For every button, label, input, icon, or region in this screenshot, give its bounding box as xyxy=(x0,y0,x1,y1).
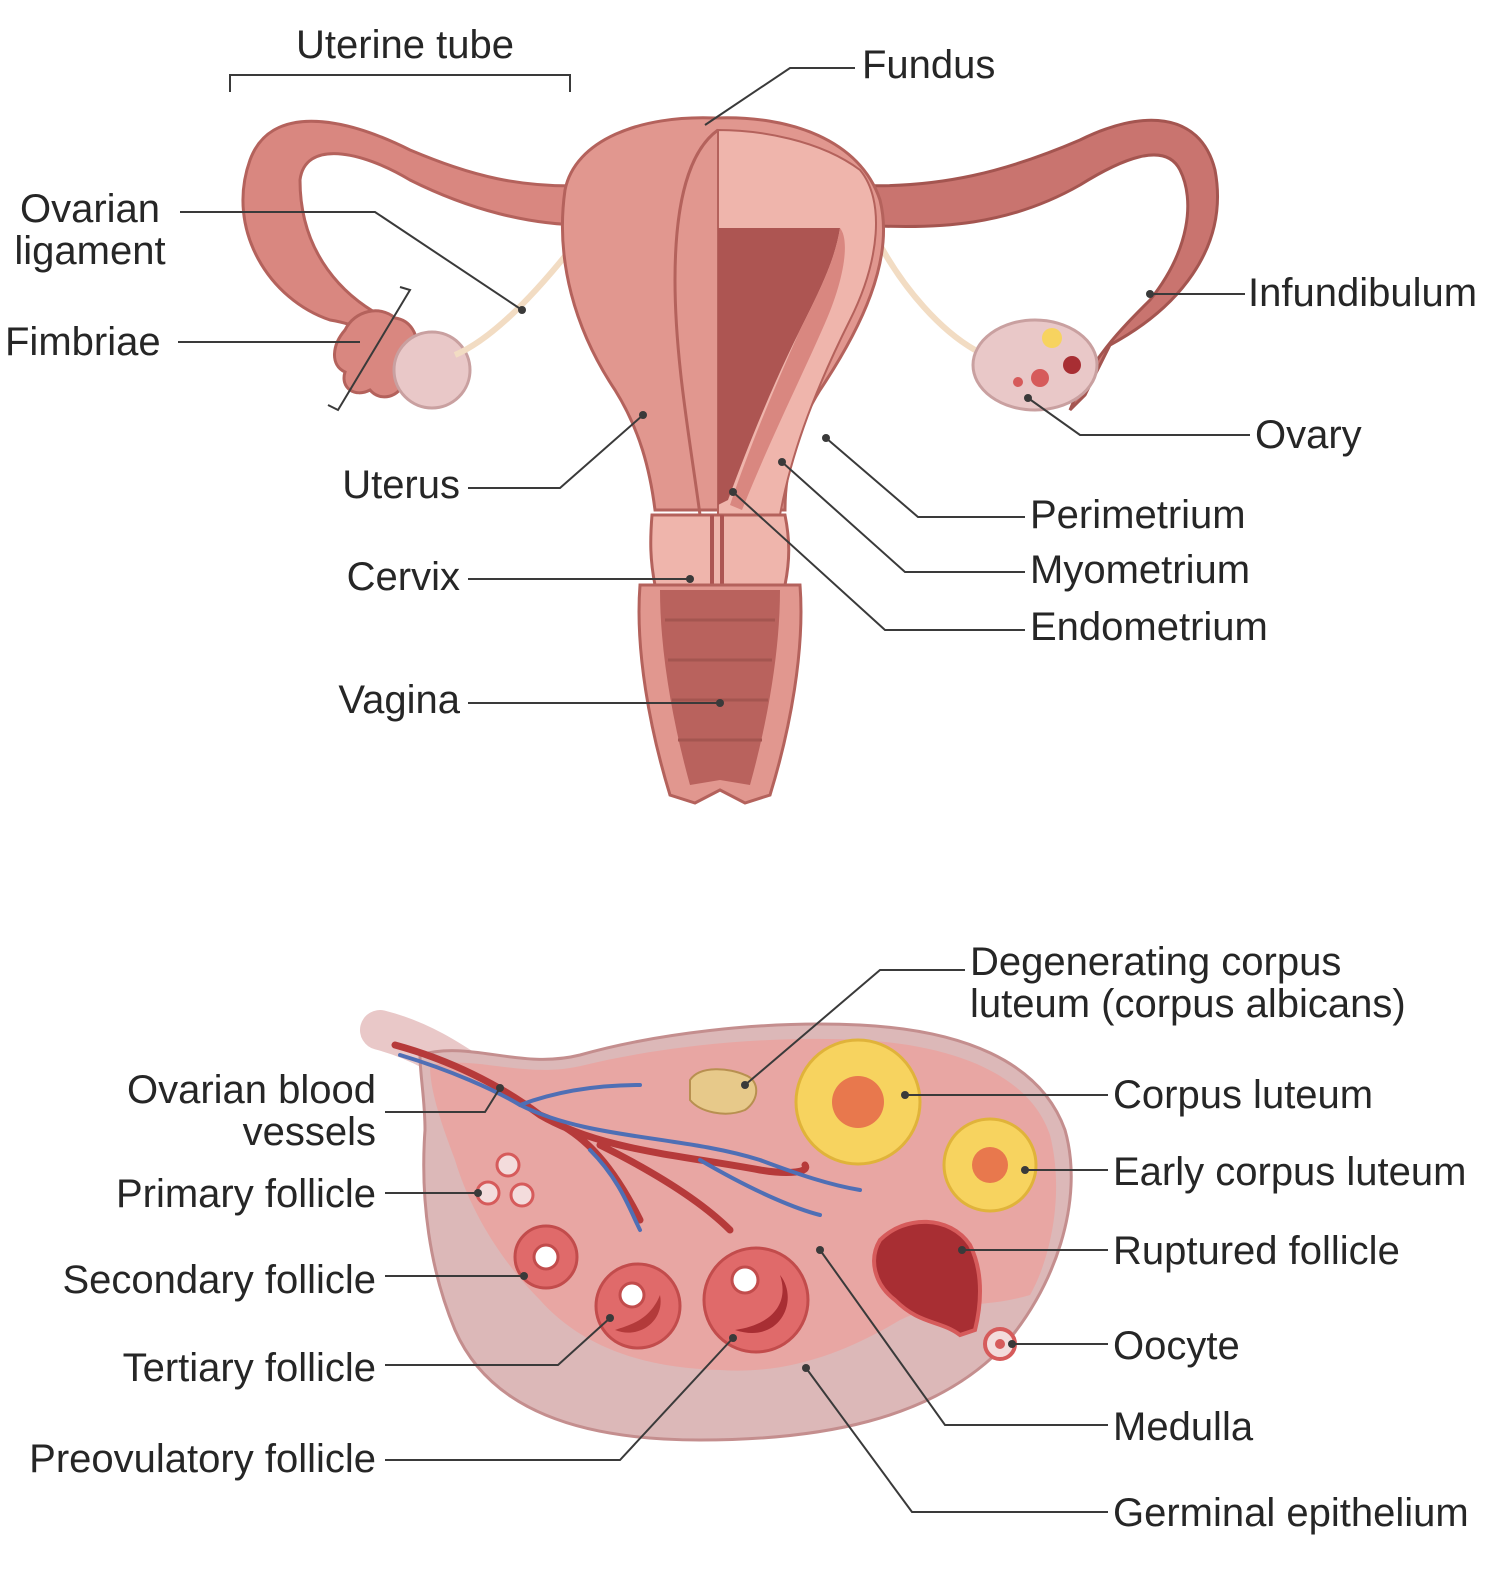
cervix xyxy=(649,513,791,587)
preovulatory-follicle-oocyte xyxy=(730,1265,760,1295)
label-myometrium: Myometrium xyxy=(1030,548,1250,592)
label-ovarian-ligament-1: Ovarian xyxy=(20,187,160,231)
label-preovulatory-follicle: Preovulatory follicle xyxy=(29,1437,376,1481)
corpus-albicans xyxy=(689,1068,758,1115)
label-endometrium: Endometrium xyxy=(1030,605,1268,649)
left-ovary xyxy=(392,330,472,410)
cervical-canal xyxy=(710,515,724,585)
label-degenerating-2: luteum (corpus albicans) xyxy=(970,982,1406,1026)
label-primary-follicle: Primary follicle xyxy=(116,1172,376,1216)
label-ovarian-vessels-1: Ovarian blood xyxy=(127,1068,376,1112)
label-ruptured-follicle: Ruptured follicle xyxy=(1113,1229,1400,1273)
label-early-corpus-luteum: Early corpus luteum xyxy=(1113,1150,1466,1194)
label-germinal-epithelium: Germinal epithelium xyxy=(1113,1491,1469,1535)
label-ovarian-vessels-2: vessels xyxy=(243,1110,376,1154)
preovulatory-follicle xyxy=(702,1246,810,1354)
label-vagina: Vagina xyxy=(338,678,460,722)
right-ovary xyxy=(971,318,1099,412)
secondary-follicle-oocyte xyxy=(532,1243,560,1271)
tertiary-follicle-oocyte xyxy=(618,1281,646,1309)
right-ovary-corpus-luteum xyxy=(1042,328,1062,348)
right-ovary-ruptured xyxy=(1063,356,1081,374)
label-fundus: Fundus xyxy=(862,43,995,87)
right-ovary-follicle xyxy=(1031,369,1049,387)
label-ovary: Ovary xyxy=(1255,413,1362,457)
vaginal-canal xyxy=(660,590,780,785)
corpus-luteum-core xyxy=(832,1076,884,1128)
uterus-diagram: Uterine tube Fundus Ovarian ligament Fim… xyxy=(5,23,1477,805)
label-cervix: Cervix xyxy=(347,555,460,599)
right-ovary-follicle-small xyxy=(1013,377,1023,387)
early-corpus-luteum-core xyxy=(972,1147,1008,1183)
label-tertiary-follicle: Tertiary follicle xyxy=(123,1346,376,1390)
label-uterine-tube: Uterine tube xyxy=(296,23,514,67)
primary-follicles xyxy=(475,1152,535,1208)
label-uterus: Uterus xyxy=(342,463,460,507)
myometrium-band xyxy=(730,228,845,510)
right-ovarian-ligament xyxy=(877,243,977,353)
label-infundibulum: Infundibulum xyxy=(1248,271,1477,315)
label-fimbriae: Fimbriae xyxy=(5,320,161,364)
tertiary-antrum xyxy=(615,1295,661,1333)
left-uterine-tube xyxy=(241,119,603,348)
ovarian-vein xyxy=(398,1053,862,1232)
label-degenerating-1: Degenerating corpus xyxy=(970,940,1341,984)
label-ovarian-ligament-2: ligament xyxy=(14,229,165,273)
label-perimetrium: Perimetrium xyxy=(1030,493,1246,537)
preovulatory-antrum xyxy=(735,1275,788,1333)
left-ovarian-ligament xyxy=(453,248,573,358)
uterine-cavity xyxy=(718,228,840,505)
label-secondary-follicle: Secondary follicle xyxy=(63,1258,377,1302)
released-oocyte-core xyxy=(995,1339,1005,1349)
ovarian-artery xyxy=(391,1041,810,1234)
ruptured-follicle xyxy=(872,1219,982,1338)
label-medulla: Medulla xyxy=(1113,1405,1254,1449)
label-oocyte: Oocyte xyxy=(1113,1324,1240,1368)
uterus-left-cut xyxy=(673,128,719,516)
vaginal-rugae xyxy=(665,618,775,742)
label-corpus-luteum: Corpus luteum xyxy=(1113,1073,1373,1117)
ovary-diagram: Degenerating corpus luteum (corpus albic… xyxy=(29,940,1469,1535)
